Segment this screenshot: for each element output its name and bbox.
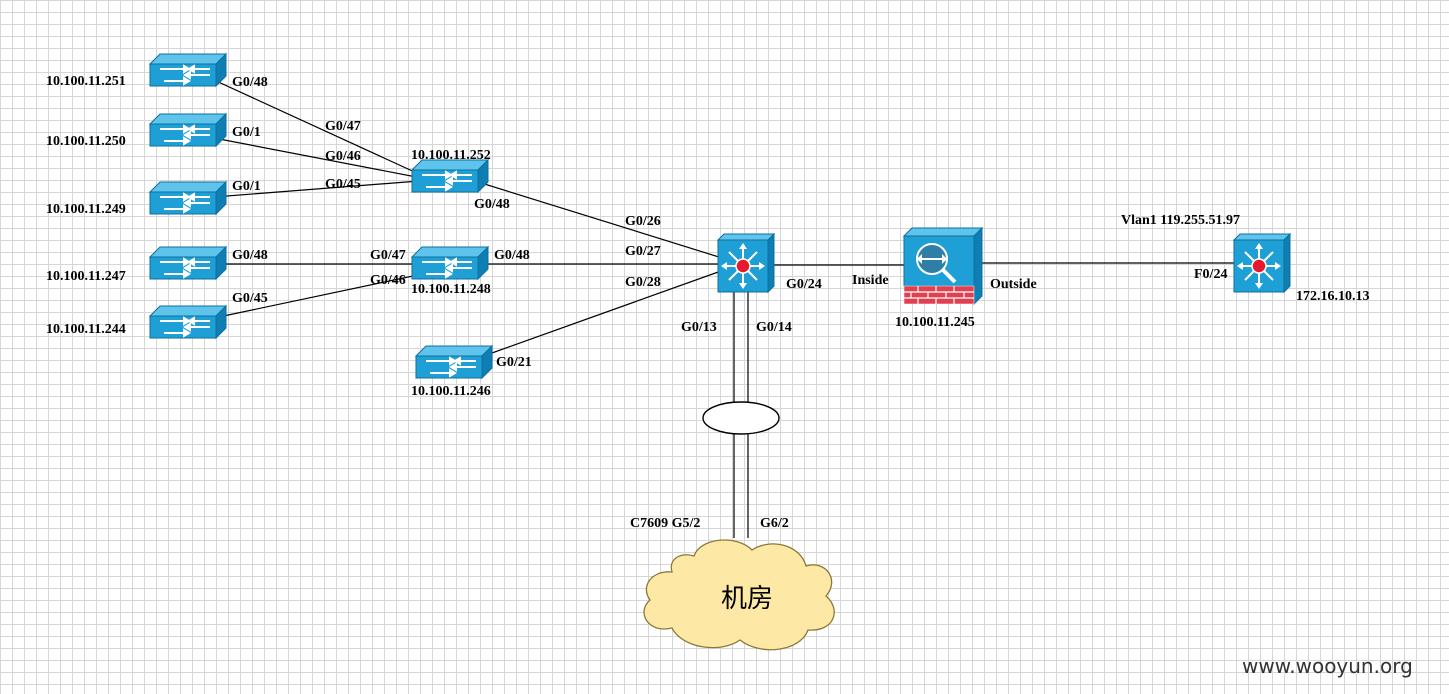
port-label: G0/1	[232, 125, 261, 140]
port-label: G0/45	[325, 177, 361, 192]
ip-label-249: 10.100.11.249	[46, 202, 126, 217]
port-label: G0/48	[474, 197, 510, 212]
cloud-datacenter	[643, 539, 835, 651]
switch-10-100-11-251[interactable]	[149, 53, 227, 87]
switch-10-100-11-246[interactable]	[415, 345, 493, 379]
switch-10-100-11-247[interactable]	[149, 246, 227, 280]
port-channel-ellipse	[702, 401, 780, 435]
ip-label-250: 10.100.11.250	[46, 134, 126, 149]
ip-label-251: 10.100.11.251	[46, 74, 126, 89]
link-249-252	[213, 179, 433, 198]
port-label: G0/47	[325, 119, 361, 134]
remote-l3-switch[interactable]	[1233, 233, 1291, 293]
port-label: G0/48	[494, 248, 530, 263]
link-251-252	[213, 79, 433, 181]
port-label: G0/48	[232, 75, 268, 90]
port-label: G0/27	[625, 244, 661, 259]
ip-label-244: 10.100.11.244	[46, 322, 126, 337]
port-label: G0/14	[756, 320, 792, 335]
ip-label-252: 10.100.11.252	[411, 148, 491, 163]
link-250-252	[213, 137, 433, 181]
port-label: F0/24	[1194, 267, 1227, 282]
device-labels: 10.100.11.251 10.100.11.250 10.100.11.24…	[46, 74, 1370, 399]
firewall-inside-label: Inside	[852, 273, 889, 288]
port-label: G0/24	[786, 277, 822, 292]
remote-ip-label: 172.16.10.13	[1296, 289, 1370, 304]
port-label: G0/26	[625, 214, 661, 229]
switch-10-100-11-252[interactable]	[411, 159, 489, 193]
switch-10-100-11-244[interactable]	[149, 305, 227, 339]
ip-label-248: 10.100.11.248	[411, 282, 491, 297]
ip-label-246: 10.100.11.246	[411, 384, 491, 399]
firewall-outside-label: Outside	[990, 277, 1037, 292]
switch-10-100-11-248[interactable]	[411, 246, 489, 280]
firewall[interactable]	[902, 226, 984, 306]
port-label: G0/46	[325, 149, 361, 164]
port-label: G6/2	[760, 516, 789, 531]
cloud-label: 机房	[721, 584, 773, 614]
watermark: www.wooyun.org	[1242, 654, 1413, 678]
ip-label-firewall: 10.100.11.245	[895, 315, 975, 330]
port-label: G0/47	[370, 248, 406, 263]
port-labels: G0/48 G0/47 G0/1 G0/46 G0/1 G0/45 G0/48 …	[232, 75, 1227, 531]
port-label: G0/21	[496, 355, 532, 370]
firewall-brick-icon	[903, 285, 975, 305]
port-label: G0/1	[232, 179, 261, 194]
link-246-core	[477, 265, 736, 359]
port-label: G0/46	[370, 273, 406, 288]
port-label: C7609 G5/2	[630, 516, 700, 531]
ip-label-247: 10.100.11.247	[46, 269, 126, 284]
port-label: G0/13	[681, 320, 717, 335]
switch-10-100-11-249[interactable]	[149, 181, 227, 215]
port-label: G0/28	[625, 275, 661, 290]
link-252-core	[477, 181, 736, 263]
port-label: G0/48	[232, 248, 268, 263]
core-switch[interactable]	[717, 233, 775, 293]
links	[213, 79, 1238, 538]
switch-10-100-11-250[interactable]	[149, 113, 227, 147]
link-244-248	[213, 271, 433, 319]
port-label: G0/45	[232, 291, 268, 306]
remote-vlan-label: Vlan1 119.255.51.97	[1121, 213, 1240, 228]
